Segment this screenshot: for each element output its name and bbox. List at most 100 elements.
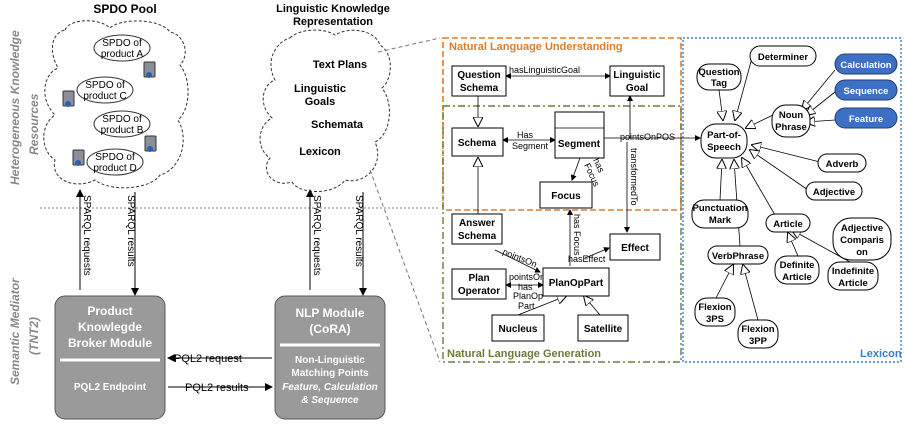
pkb-module: Product Knowlegde Broker Module PQL2 End… [54,295,166,420]
svg-text:product A: product A [101,49,144,60]
svg-text:Product: Product [87,304,132,318]
resources-label: Heterogeneous Knowledge [8,30,22,185]
svg-text:Part-of-: Part-of- [707,130,741,141]
svg-text:Feature: Feature [849,114,883,125]
svg-text:hasEffect: hasEffect [568,254,606,264]
lex-flexion-3pp [737,319,779,349]
svg-text:PlanOpPart: PlanOpPart [549,278,604,289]
svg-text:Segment: Segment [512,141,549,151]
svg-text:Sequence: Sequence [844,86,889,97]
svg-text:Flexion: Flexion [698,302,731,313]
svg-text:Schema: Schema [460,83,499,94]
svg-text:Calculation: Calculation [840,60,891,71]
lex-verbphrase [707,245,769,265]
lex-nodes: Question Tag Determiner Calculation Noun… [691,45,898,349]
svg-text:product B: product B [101,125,144,136]
mediator-label: Semantic Mediator [8,277,22,385]
svg-text:SPARQL results: SPARQL results [125,195,136,267]
svg-text:Indefinite: Indefinite [832,266,874,277]
svg-text:product D: product D [93,163,136,174]
svg-text:SPARQL results: SPARQL results [353,195,364,267]
svg-text:VerbPhrase: VerbPhrase [712,251,764,262]
svg-text:Effect: Effect [621,243,649,254]
svg-text:SPDO of: SPDO of [102,114,142,125]
svg-text:Matching Points: Matching Points [291,368,369,379]
lex-definite-article [774,255,820,285]
svg-text:Phrase: Phrase [775,122,807,133]
svg-text:Adjective: Adjective [813,187,855,198]
svg-text:SPDO of: SPDO of [85,80,125,91]
svg-text:SPARQL requests: SPARQL requests [311,195,322,276]
server-icon [144,135,157,152]
lex-noun-phrase [771,104,811,138]
svg-text:Segment: Segment [558,139,601,150]
spdo-item-c [76,76,134,104]
nlp-module: NLP Module (CoRA) Non-Linguistic Matchin… [274,295,386,420]
svg-text:Flexion: Flexion [741,324,774,335]
lex-indefinite-article [827,261,879,291]
spdo-item-d [86,148,144,176]
svg-text:Feature, Calculation: Feature, Calculation [282,382,378,393]
lex-determiner [749,45,817,67]
lkr-item-linguistic: Linguistic [294,83,346,95]
svg-text:Operator: Operator [458,286,500,297]
node-linguistic-goal [609,65,665,97]
svg-text:Satellite: Satellite [584,324,623,335]
lex-punctuation [691,199,749,229]
svg-text:Nucleus: Nucleus [499,324,538,335]
lex-flexion-3ps [694,297,736,327]
svg-text:PQL2 request: PQL2 request [174,353,242,365]
spdo-item-a [93,34,151,62]
svg-text:Comparis: Comparis [840,235,884,246]
svg-text:pointsOnPOS: pointsOnPOS [620,132,675,142]
svg-text:Plan: Plan [468,273,489,284]
spdo-pool: SPDO Pool SPDO of product A SPDO of prod… [43,2,189,189]
svg-text:PlanOp: PlanOp [513,291,543,301]
svg-text:Noun: Noun [779,110,803,121]
node-planoppart [542,267,610,297]
svg-text:has Focus: has Focus [572,214,582,256]
svg-text:NLP Module: NLP Module [295,306,364,320]
svg-text:Adverb: Adverb [826,159,859,170]
svg-text:Question: Question [457,70,500,81]
svg-text:Answer: Answer [459,218,495,229]
resources-label-2: Resources [27,93,41,155]
svg-text:PQL2 results: PQL2 results [185,382,249,394]
node-satellite [577,314,629,342]
spdo-item-b [93,110,151,138]
sparql-arrows: SPARQL requests SPARQL results SPARQL re… [76,189,367,296]
svg-text:Knowlegde: Knowlegde [78,320,142,334]
svg-text:Determiner: Determiner [758,52,808,63]
svg-text:3PP: 3PP [749,336,768,347]
svg-text:Part: Part [518,301,535,311]
lex-adverb [817,153,867,173]
node-answer-schema [451,213,503,245]
svg-text:transformedTo: transformedTo [629,148,639,206]
svg-text:Adjective: Adjective [841,223,883,234]
lex-calculation [834,53,898,75]
lkr-title-2: Representation [293,16,373,28]
node-schema [451,127,504,157]
lexicon-region [682,37,902,363]
svg-text:Has: Has [517,130,534,140]
svg-text:Question: Question [698,67,739,78]
node-effect [609,233,661,261]
pql2-endpoint: PQL2 Endpoint [74,382,147,393]
pql2-arrows: PQL2 request PQL2 results [167,353,273,394]
server-icon [143,61,156,78]
svg-text:Goal: Goal [626,83,648,94]
svg-text:Schema: Schema [458,231,497,242]
node-focus [539,181,593,209]
spdo-pool-title: SPDO Pool [93,2,156,16]
lex-feature [834,107,898,129]
svg-text:SPARQL requests: SPARQL requests [81,195,92,276]
svg-text:on: on [856,247,868,258]
svg-text:Mark: Mark [709,215,732,226]
lex-sequence [834,79,898,101]
lkr-title-1: Linguistic Knowledge [276,3,390,15]
lex-adjective [805,181,863,201]
lkr: Linguistic Knowledge Representation Text… [259,3,391,192]
svg-text:hasLinguisticGoal: hasLinguisticGoal [509,65,580,75]
lkr-item-lexicon: Lexicon [299,146,341,158]
